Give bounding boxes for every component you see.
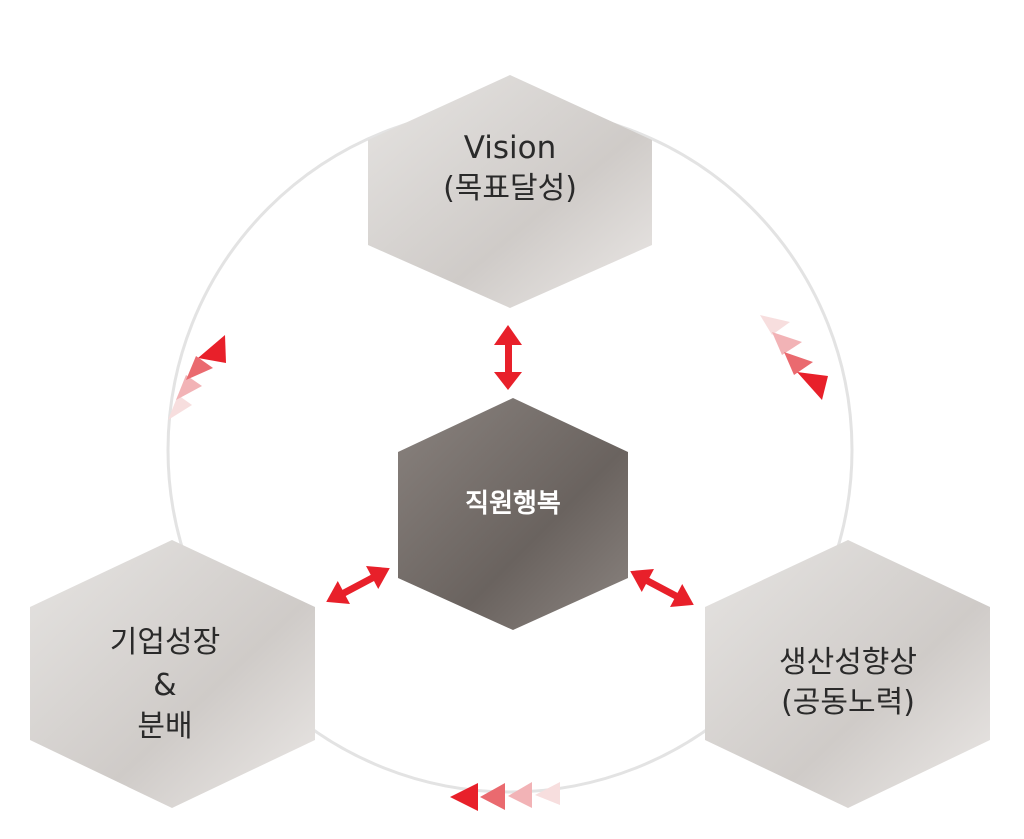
arrow-triangle bbox=[186, 356, 213, 380]
hexagon bbox=[705, 540, 990, 808]
arrow-triangle bbox=[168, 395, 192, 420]
node-center-label: 직원행복 bbox=[465, 489, 561, 519]
arrow-triangle bbox=[508, 782, 532, 808]
node-corporate-growth: 기업성장 & 분배 bbox=[30, 540, 315, 808]
hexagon bbox=[368, 75, 652, 308]
arrow-triangle bbox=[797, 372, 828, 400]
double-arrow-left bbox=[326, 566, 390, 604]
arrow-triangle bbox=[450, 783, 478, 811]
arrow-triangle bbox=[772, 332, 802, 355]
node-left-line1: 기업성장 bbox=[110, 625, 220, 660]
node-vision-title: Vision bbox=[464, 130, 557, 166]
hexagon bbox=[398, 398, 628, 630]
arrow-triangle bbox=[480, 783, 505, 810]
node-left-line3: 분배 bbox=[137, 709, 192, 744]
node-right-line1: 생산성향상 bbox=[779, 645, 917, 680]
cycle-arrows-bottom bbox=[450, 782, 560, 811]
node-vision-subtitle: (목표달성) bbox=[443, 171, 577, 206]
node-right-line2: (공동노력) bbox=[781, 685, 915, 720]
hexagon bbox=[30, 540, 315, 808]
double-arrow-right bbox=[630, 569, 694, 607]
arrow-triangle bbox=[198, 335, 226, 363]
cycle-arrows-left bbox=[168, 335, 226, 420]
arrow-triangle bbox=[760, 315, 790, 335]
arrow-triangle bbox=[784, 352, 813, 375]
double-arrow-top bbox=[494, 325, 522, 390]
node-employee-happiness: 직원행복 bbox=[398, 398, 628, 630]
node-productivity: 생산성향상 (공동노력) bbox=[705, 540, 990, 808]
arrow-triangle bbox=[535, 782, 560, 805]
arrow-triangle bbox=[176, 375, 202, 400]
node-left-line2: & bbox=[153, 668, 176, 703]
node-vision: Vision (목표달성) bbox=[368, 75, 652, 308]
cycle-arrows-right bbox=[760, 315, 828, 400]
